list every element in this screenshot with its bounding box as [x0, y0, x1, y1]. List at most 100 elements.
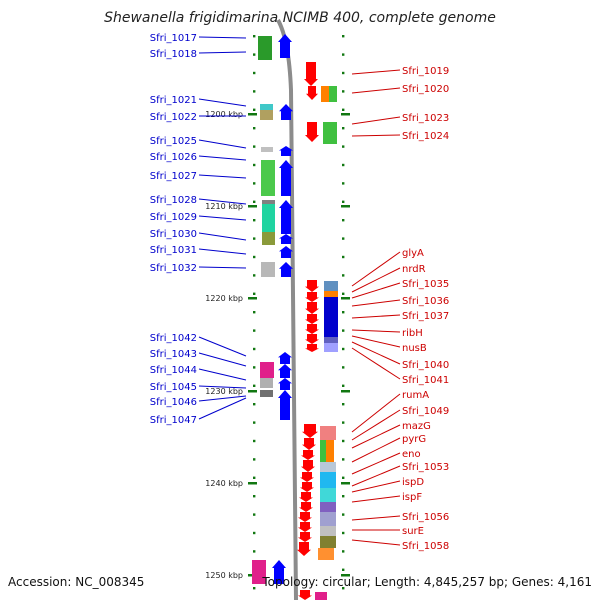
left-gene-label: Sfri_1045 — [150, 382, 197, 393]
ruler-dot — [253, 53, 256, 56]
reverse-gene-arrow — [305, 302, 319, 314]
left-gene-label: Sfri_1030 — [150, 229, 197, 240]
right-label-connector — [351, 314, 401, 319]
gene-block — [262, 204, 275, 232]
reverse-gene-arrow — [297, 542, 311, 556]
ruler-dot — [342, 274, 345, 277]
left-label-connector — [198, 139, 247, 149]
gene-block — [324, 343, 338, 352]
ruler-dot — [253, 439, 256, 443]
right-label-connector — [351, 116, 401, 125]
gene-block — [320, 440, 326, 462]
forward-gene-arrow — [279, 160, 293, 196]
right-label-connector — [351, 393, 401, 433]
right-gene-label: nusB — [402, 343, 427, 354]
ruler-dot — [253, 108, 256, 111]
tick-label: 1220 kbp — [205, 294, 243, 303]
reverse-gene-arrow — [298, 532, 312, 542]
ruler-dot — [342, 439, 345, 443]
gene-block — [320, 526, 336, 536]
reverse-gene-arrow — [301, 460, 315, 472]
left-gene-label: Sfri_1029 — [150, 212, 197, 223]
left-gene-label: Sfri_1017 — [150, 33, 197, 44]
left-label-connector — [198, 397, 247, 420]
gene-block — [323, 122, 337, 144]
ruler-dot — [342, 495, 345, 498]
left-label-connector — [198, 98, 247, 107]
gene-block — [326, 440, 334, 462]
left-gene-label: Sfri_1018 — [150, 49, 197, 60]
ruler-dot — [253, 366, 256, 369]
right-gene-label: Sfri_1053 — [402, 462, 449, 473]
ruler-dot — [253, 90, 256, 93]
ruler-tick — [248, 390, 257, 393]
gene-block — [324, 281, 338, 291]
left-gene-label: Sfri_1028 — [150, 195, 197, 206]
right-label-connector — [351, 465, 401, 487]
gene-block — [320, 472, 336, 488]
right-gene-label: Sfri_1049 — [402, 406, 449, 417]
ruler-tick — [341, 205, 350, 208]
gene-block — [329, 86, 337, 102]
gene-block — [260, 362, 274, 378]
tick-label: 1240 kbp — [205, 479, 243, 488]
reverse-gene-arrow — [304, 62, 318, 86]
gene-block — [321, 86, 329, 102]
right-gene-label: Sfri_1041 — [402, 375, 449, 386]
forward-gene-arrow — [279, 104, 293, 120]
right-gene-label: surE — [402, 526, 424, 537]
right-gene-label: Sfri_1035 — [402, 279, 449, 290]
ruler-dot — [253, 145, 256, 148]
tick-label: 1200 kbp — [205, 110, 243, 119]
forward-gene-arrow — [278, 352, 292, 364]
right-gene-label: Sfri_1036 — [402, 296, 449, 307]
ruler-dot — [253, 219, 256, 222]
right-label-connector — [351, 409, 401, 441]
ruler-dot — [253, 329, 256, 332]
left-label-connector — [198, 266, 247, 269]
left-label-connector — [198, 51, 247, 54]
ruler-dot — [253, 495, 256, 498]
gene-block — [318, 548, 334, 560]
ruler-dot — [342, 311, 345, 314]
ruler-dot — [342, 421, 345, 424]
ruler-tick — [341, 113, 350, 116]
gene-block — [260, 110, 273, 120]
gene-block — [320, 512, 336, 526]
ruler-dot — [253, 255, 256, 259]
right-label-connector — [351, 452, 401, 475]
ruler-dot — [253, 71, 256, 75]
right-gene-label: Sfri_1024 — [402, 131, 449, 142]
left-label-connector — [198, 368, 247, 381]
right-gene-label: pyrG — [402, 434, 426, 445]
ruler-dot — [253, 550, 256, 553]
left-gene-label: Sfri_1043 — [150, 349, 197, 360]
right-gene-label: Sfri_1020 — [402, 84, 449, 95]
map-title: Shewanella frigidimarina NCIMB 400, comp… — [104, 10, 496, 26]
ruler-dot — [342, 182, 345, 185]
tick-label: 1250 kbp — [205, 571, 243, 580]
gene-block — [262, 232, 275, 245]
left-gene-label: Sfri_1046 — [150, 397, 197, 408]
forward-gene-arrow — [279, 146, 293, 156]
right-label-connector — [351, 69, 401, 75]
right-gene-label: ispF — [402, 492, 422, 503]
ruler-dot — [253, 127, 256, 130]
gene-block — [260, 104, 273, 110]
ruler-tick — [341, 482, 350, 485]
forward-gene-arrow — [278, 364, 292, 378]
ruler-dot — [253, 163, 256, 167]
right-label-connector — [351, 495, 401, 503]
left-gene-label: Sfri_1025 — [150, 136, 197, 147]
ruler-dot — [342, 531, 345, 535]
ruler-dot — [253, 531, 256, 535]
forward-gene-arrow — [279, 262, 293, 277]
right-gene-label: glyA — [402, 248, 424, 259]
forward-gene-arrow — [279, 246, 293, 258]
right-label-connector — [351, 329, 401, 333]
left-gene-label: Sfri_1042 — [150, 333, 197, 344]
reverse-gene-arrow — [299, 492, 313, 502]
right-label-connector — [351, 341, 401, 365]
